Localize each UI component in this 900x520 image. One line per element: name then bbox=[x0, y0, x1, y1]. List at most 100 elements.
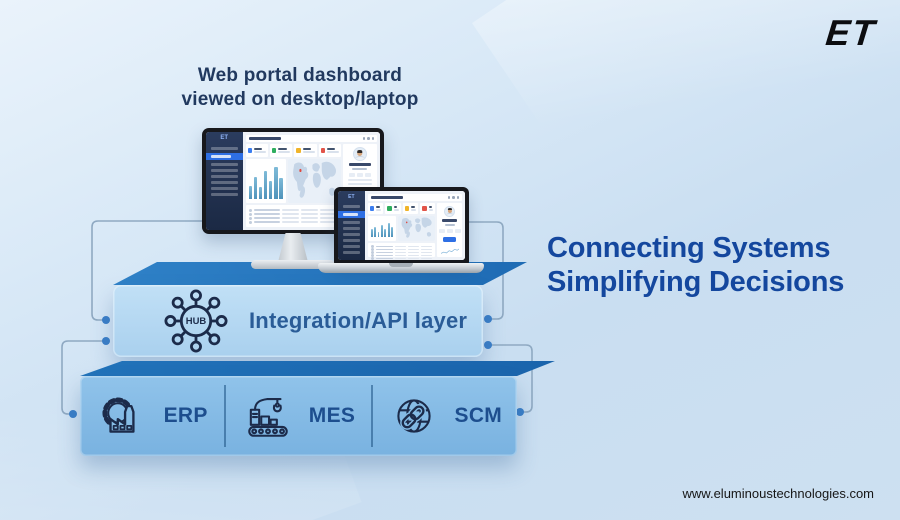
mock-main-area bbox=[364, 191, 465, 260]
integration-layer-label: Integration/API layer bbox=[249, 308, 468, 333]
laptop-dashboard-screen: ET bbox=[338, 191, 465, 260]
connector-dot bbox=[484, 341, 492, 349]
mock-stat-card bbox=[367, 203, 384, 214]
mock-table-row bbox=[370, 247, 433, 251]
mock-table-row bbox=[248, 220, 338, 224]
mock-primary-button bbox=[443, 236, 457, 242]
mock-menu-item bbox=[343, 205, 360, 208]
mock-stat-card bbox=[294, 144, 317, 157]
mock-menu-item bbox=[211, 181, 238, 184]
mock-bar-chart bbox=[245, 159, 286, 204]
mock-stat-card bbox=[318, 144, 341, 157]
laptop-hinge-notch bbox=[389, 263, 413, 267]
mock-app-logo: ET bbox=[220, 135, 229, 141]
connector-dot bbox=[102, 337, 110, 345]
mock-menu-item bbox=[211, 193, 238, 196]
connector-integration-to-systems-left bbox=[61, 340, 104, 415]
systems-layer: ERP MES bbox=[80, 376, 517, 456]
mock-menu-item bbox=[211, 147, 238, 150]
mock-menu-item bbox=[211, 169, 238, 172]
scm-cell: SCM bbox=[370, 385, 517, 447]
mock-stat-card bbox=[402, 203, 419, 214]
systems-layer-top-face bbox=[80, 361, 555, 376]
mock-header bbox=[245, 135, 377, 142]
mock-chart-bar bbox=[384, 228, 387, 237]
mock-chart-bar bbox=[387, 222, 390, 237]
erp-cell: ERP bbox=[80, 385, 224, 447]
mock-profile-card bbox=[437, 203, 462, 257]
mock-menu-item bbox=[211, 175, 238, 178]
laptop: ET bbox=[334, 187, 469, 264]
mock-world-map bbox=[287, 159, 341, 204]
mock-menu-item bbox=[343, 251, 360, 254]
mock-app-logo: ET bbox=[348, 194, 355, 200]
mock-table bbox=[245, 205, 341, 227]
mock-menu-item bbox=[343, 245, 360, 248]
integration-api-layer: HUB Integration/API layer bbox=[113, 285, 483, 357]
mock-avatar bbox=[352, 147, 367, 161]
mock-chart-bar bbox=[253, 176, 258, 200]
mock-stat-card bbox=[245, 144, 268, 157]
mock-menu-item bbox=[343, 221, 360, 224]
connector-dot bbox=[69, 410, 77, 418]
mock-table bbox=[367, 242, 436, 260]
caption-line1: Web portal dashboard bbox=[197, 65, 403, 86]
mock-table-row bbox=[248, 216, 338, 220]
headline-line2: Simplifying Decisions bbox=[547, 266, 845, 298]
mock-stat-card bbox=[385, 203, 401, 214]
mock-table-row bbox=[370, 256, 433, 260]
mock-sparkline bbox=[440, 248, 459, 254]
hub-label: HUB bbox=[186, 316, 207, 327]
mock-table-row bbox=[370, 253, 433, 257]
mock-table-row bbox=[370, 250, 433, 254]
mock-bar-chart bbox=[367, 216, 397, 241]
hub-network-icon: HUB bbox=[164, 289, 228, 353]
globe-chain-icon bbox=[396, 399, 431, 433]
mock-table-row bbox=[248, 208, 338, 212]
mock-menu-item bbox=[343, 227, 360, 230]
mock-header bbox=[367, 194, 462, 201]
website-url: www.eluminoustechnologies.com bbox=[682, 486, 874, 501]
mock-sidebar: ET bbox=[206, 132, 243, 230]
mock-chart-bar bbox=[268, 181, 273, 200]
mes-label: MES bbox=[308, 404, 356, 427]
mock-chart-bar bbox=[374, 226, 376, 237]
mock-stat-card bbox=[269, 144, 293, 157]
mock-table-row bbox=[248, 212, 338, 216]
mock-sidebar: ET bbox=[338, 191, 365, 260]
mock-chart-bar bbox=[258, 187, 263, 200]
mock-chart-bar bbox=[370, 229, 373, 237]
mock-menu-item bbox=[343, 239, 360, 242]
mock-stat-card bbox=[420, 203, 436, 214]
mock-menu-item bbox=[206, 153, 243, 160]
caption: Web portal dashboard viewed on desktop/l… bbox=[150, 64, 450, 112]
factory-gear-icon bbox=[102, 397, 135, 433]
mock-menu-item bbox=[343, 233, 360, 236]
monitor-stand-base bbox=[251, 260, 335, 269]
mock-chart-bar bbox=[263, 171, 268, 200]
connector-dot bbox=[102, 316, 110, 324]
connector-monitor-to-integration bbox=[91, 220, 206, 321]
mock-menu-item bbox=[211, 187, 238, 190]
robotic-arm-conveyor-icon bbox=[248, 398, 288, 437]
headline-line1: Connecting Systems bbox=[547, 232, 831, 264]
mock-chart-bar bbox=[380, 224, 383, 237]
mock-chart-bar bbox=[273, 167, 278, 200]
mock-chart-bar bbox=[377, 231, 380, 237]
headline: Connecting Systems Simplifying Decisions bbox=[547, 231, 844, 299]
mock-table-row bbox=[370, 244, 433, 248]
mes-cell: MES bbox=[224, 385, 370, 447]
mock-chart-bar bbox=[248, 185, 253, 200]
scm-label: SCM bbox=[454, 404, 503, 427]
connector-dot bbox=[484, 315, 492, 323]
laptop-base bbox=[318, 263, 484, 273]
mock-menu-item bbox=[338, 211, 365, 218]
connector-integration-to-systems-right bbox=[490, 344, 533, 413]
mock-chart-bar bbox=[279, 178, 283, 200]
connector-dot bbox=[516, 408, 524, 416]
caption-line2: viewed on desktop/laptop bbox=[181, 89, 419, 110]
mock-avatar bbox=[444, 206, 456, 217]
mock-chart-bar bbox=[391, 227, 394, 237]
erp-label: ERP bbox=[163, 404, 208, 427]
